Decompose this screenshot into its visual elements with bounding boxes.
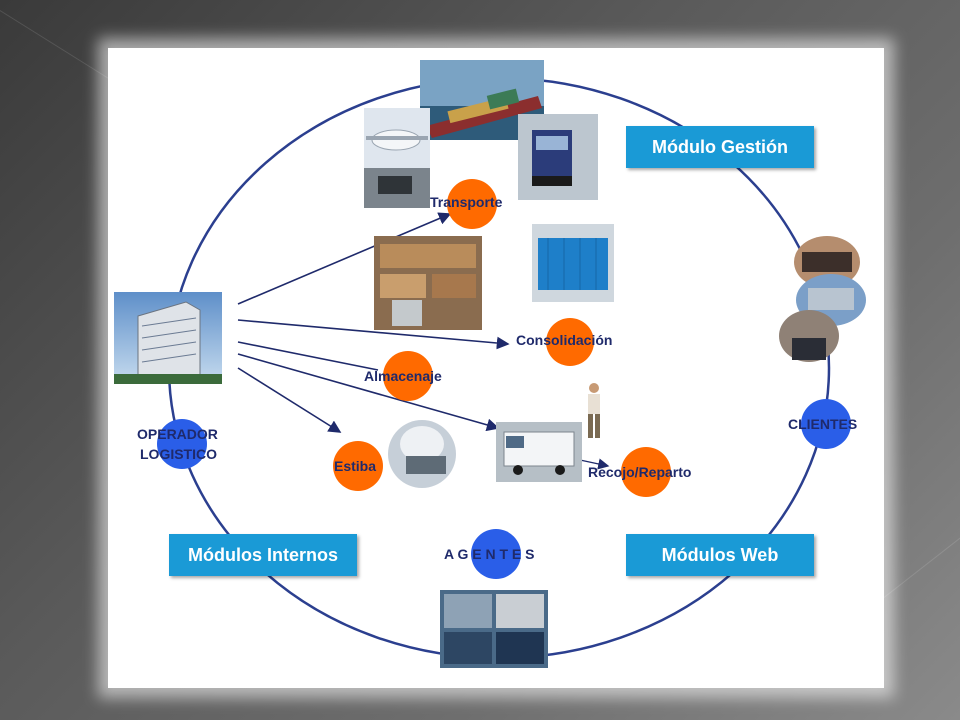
arrow-to-estiba <box>237 367 342 433</box>
arrow-to-transporte <box>237 212 452 305</box>
modulo-gestion-box: Módulo Gestión <box>626 126 814 168</box>
delivery-van-photo <box>496 422 582 482</box>
label-almacenaje: Almacenaje <box>364 368 442 384</box>
modulos-internos-box: Módulos Internos <box>169 534 357 576</box>
node-clientes <box>801 399 851 449</box>
warehouse-photo <box>374 236 482 330</box>
arrow-to-van <box>237 353 500 432</box>
bg-decor-line <box>0 10 119 86</box>
node-recojo <box>621 447 671 497</box>
bg-decor-line <box>880 532 960 601</box>
worker-photo <box>588 383 600 438</box>
node-almacenaje <box>383 351 433 401</box>
node-operador <box>157 419 207 469</box>
node-consolidacion <box>546 318 594 366</box>
label-transporte: Transporte <box>430 194 503 210</box>
node-agentes <box>471 529 521 579</box>
slide: Módulo Gestión Módulos Internos Módulos … <box>108 48 884 688</box>
logistics-diagram <box>114 60 866 668</box>
stevedore-photo <box>388 420 456 488</box>
modulos-web-box: Módulos Web <box>626 534 814 576</box>
arrow-to-consolidacion <box>237 319 510 350</box>
agents-collage-photo <box>440 590 548 668</box>
node-estiba <box>333 441 383 491</box>
truck-photo <box>518 114 598 200</box>
label-agentes: A G E N T E S <box>444 546 535 562</box>
label-consolidacion: Consolidación <box>516 332 613 348</box>
office-building-photo <box>114 292 222 384</box>
airplane-photo <box>364 108 430 208</box>
container-photo <box>532 224 614 302</box>
label-estiba: Estiba <box>334 458 377 474</box>
clients-photos <box>779 236 866 362</box>
arrow-to-recojo <box>579 458 610 470</box>
label-clientes: CLIENTES <box>788 416 858 432</box>
label-operador-2: LOGISTICO <box>140 446 217 462</box>
node-transporte <box>447 179 497 229</box>
label-recojo: Recojo/Reparto <box>588 464 692 480</box>
label-operador-1: OPERADOR <box>137 426 218 442</box>
arrow-to-almacenaje <box>237 341 379 371</box>
